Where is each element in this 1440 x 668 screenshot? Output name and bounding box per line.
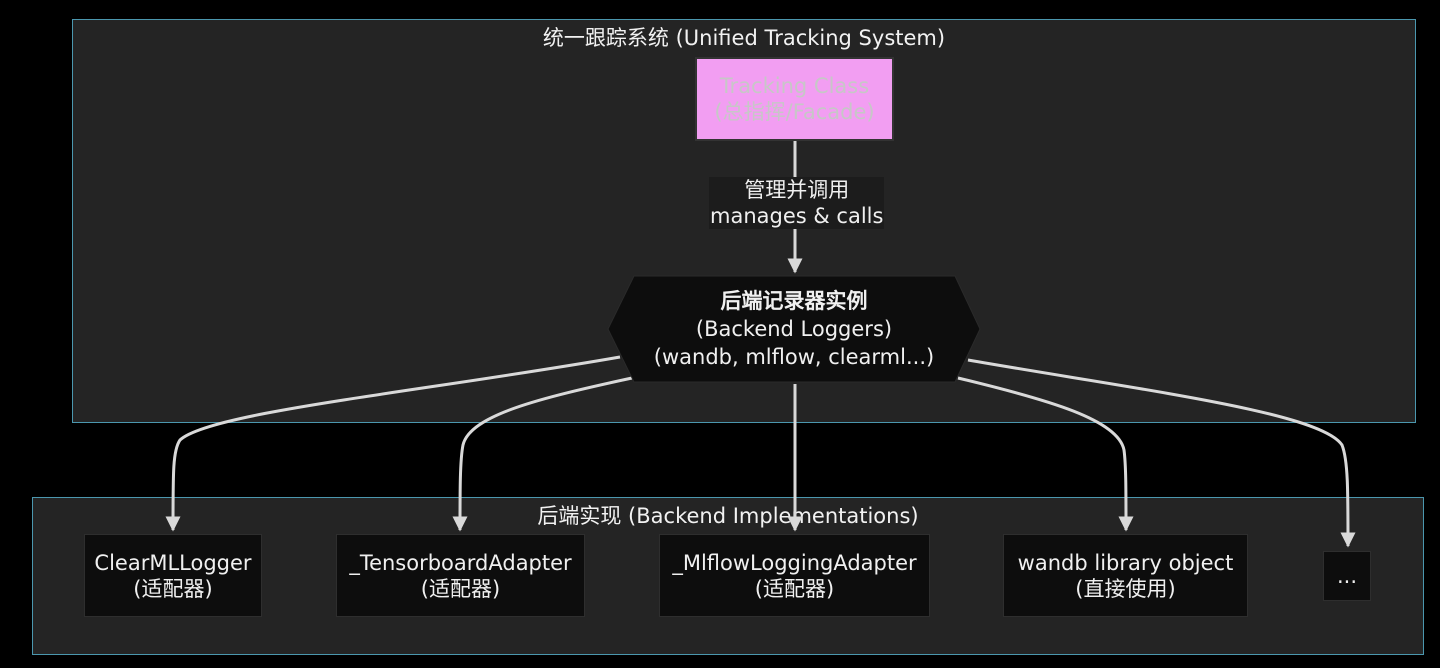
edge-loggers-to-tensorboard [452, 376, 633, 532]
node-tracking-class-subtitle: (总指挥/Facade) [714, 100, 875, 124]
edge-label-manages: 管理并调用 manages & calls [709, 177, 885, 229]
node-backend-loggers-examples: (wandb, mlflow, clearml...) [653, 345, 935, 369]
edge-label-line-en: manages & calls [710, 204, 884, 228]
node-mlflow-logging-adapter-subtitle: (适配器) [754, 576, 835, 601]
edge-loggers-to-more [967, 358, 1356, 548]
node-more-backends-label: ... [1336, 564, 1358, 588]
cluster-title-backend-implementations: 后端实现 (Backend Implementations) [537, 504, 919, 528]
node-tensorboard-adapter-subtitle: (适配器) [420, 576, 501, 601]
node-clearml-logger-title: ClearMLLogger [94, 550, 252, 575]
node-tensorboard-adapter[interactable]: _TensorboardAdapter (适配器) [336, 534, 585, 617]
node-mlflow-logging-adapter-title: _MlflowLoggingAdapter [672, 550, 917, 575]
node-backend-loggers-title: 后端记录器实例 [720, 289, 868, 313]
edge-label-line-zh: 管理并调用 [744, 178, 850, 202]
node-tensorboard-adapter-title: _TensorboardAdapter [349, 550, 572, 575]
node-clearml-logger-subtitle: (适配器) [133, 576, 213, 601]
node-tracking-class[interactable]: Tracking Class (总指挥/Facade) [695, 57, 894, 141]
node-backend-loggers[interactable]: 后端记录器实例 (Backend Loggers) (wandb, mlflow… [608, 276, 980, 382]
node-wandb-library-object[interactable]: wandb library object (直接使用) [1003, 534, 1248, 617]
node-mlflow-logging-adapter[interactable]: _MlflowLoggingAdapter (适配器) [659, 534, 930, 617]
node-wandb-library-object-subtitle: (直接使用) [1075, 576, 1176, 601]
node-more-backends[interactable]: ... [1323, 551, 1371, 601]
node-backend-loggers-subtitle: (Backend Loggers) [695, 317, 893, 341]
node-clearml-logger[interactable]: ClearMLLogger (适配器) [84, 534, 262, 617]
node-tracking-class-title: Tracking Class [719, 74, 870, 98]
edge-loggers-to-clearml [165, 355, 621, 532]
edge-loggers-to-wandb [957, 376, 1134, 532]
cluster-title-tracking-system: 统一跟踪系统 (Unified Tracking System) [542, 26, 946, 50]
node-backend-loggers-shape[interactable] [607, 275, 981, 383]
node-wandb-library-object-title: wandb library object [1017, 550, 1234, 575]
